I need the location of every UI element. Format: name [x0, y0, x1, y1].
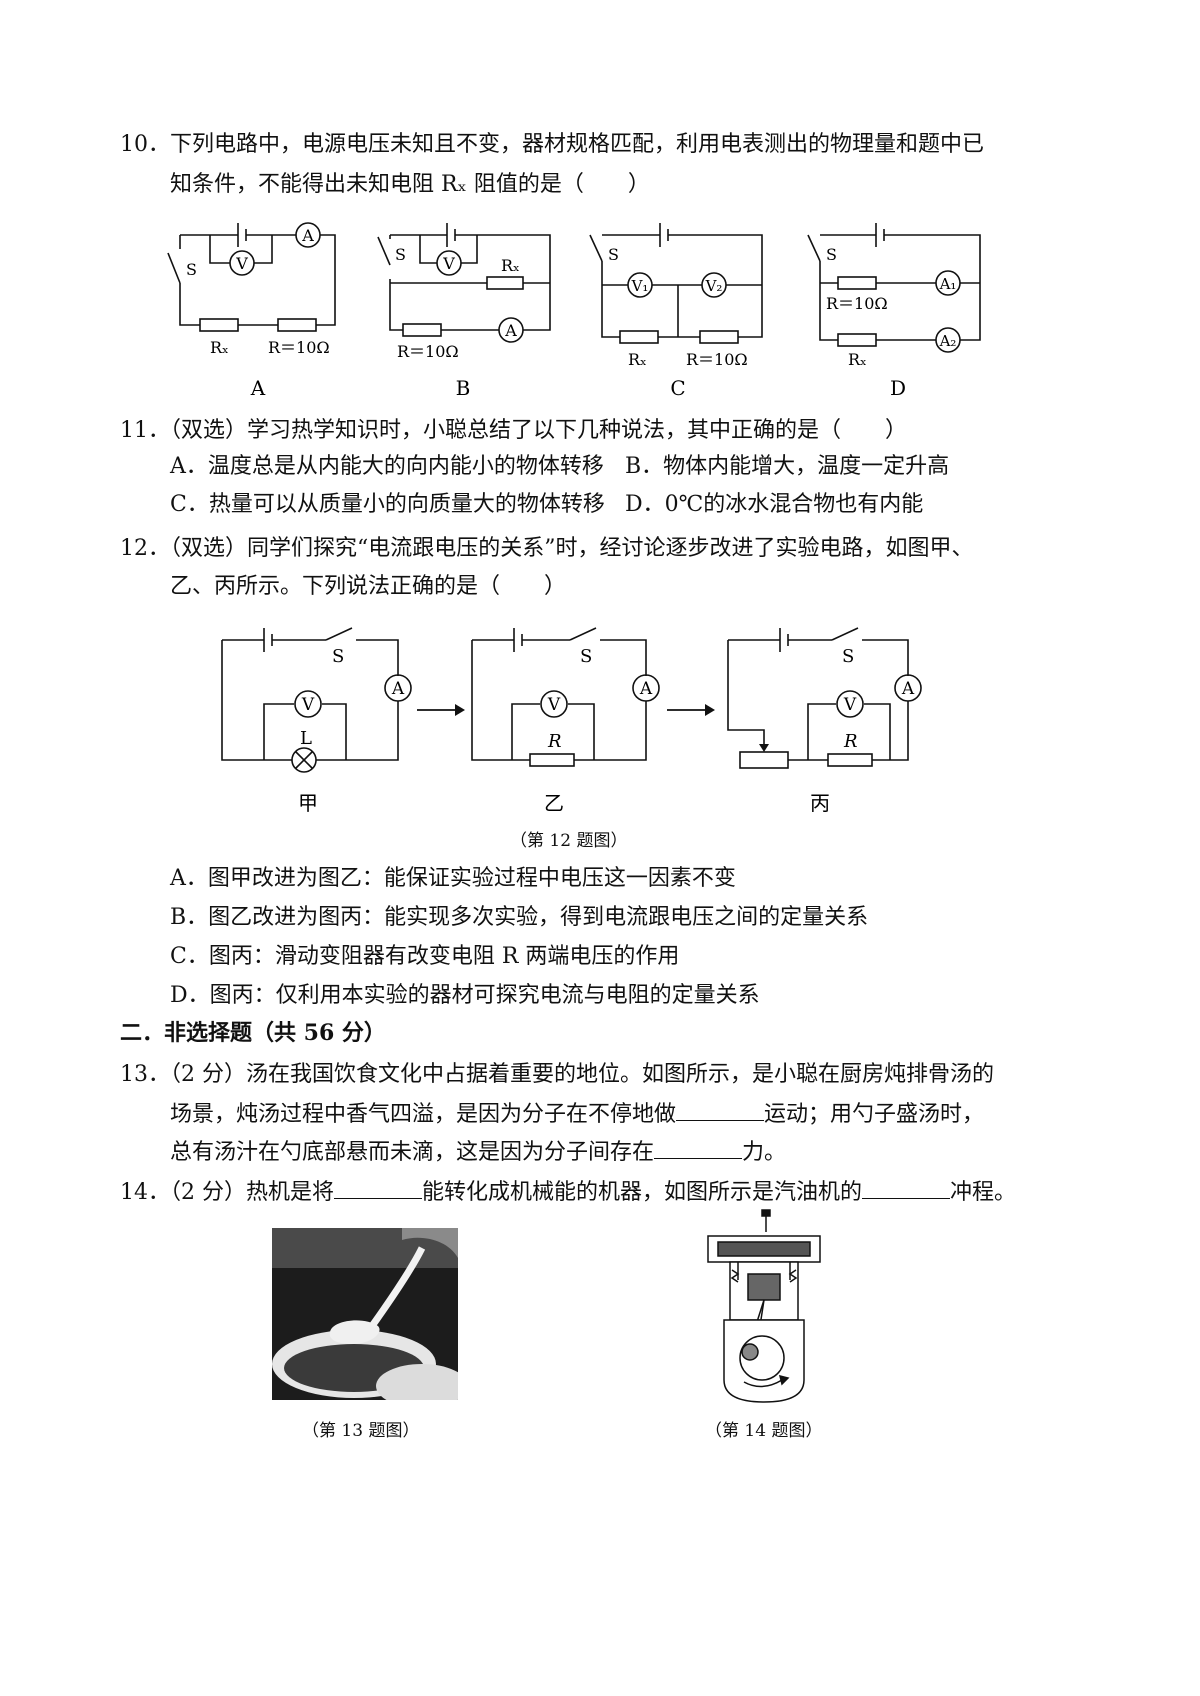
q13-figure-caption: （第 13 题图）	[302, 1421, 420, 1441]
voltmeter-label: V	[301, 695, 315, 715]
section-2-title: 二．非选择题（共 56 分）	[120, 1020, 386, 1046]
ammeter-label: A	[391, 679, 405, 699]
voltmeter-label: V	[547, 695, 561, 715]
q12-figure-caption: （第 12 题图）	[510, 831, 628, 851]
q10-stem-line2: 知条件，不能得出未知电阻 Rₓ 阻值的是（ ）	[170, 172, 650, 197]
voltmeter-label: V	[442, 254, 455, 273]
panel-label-bing: 丙	[810, 791, 830, 815]
voltmeter-label: V	[843, 695, 857, 715]
circuit-label-c: C	[670, 376, 685, 400]
gasoline-engine-diagram	[707, 1209, 821, 1403]
q13-text: 力。	[742, 1140, 787, 1165]
answer-blank[interactable]	[334, 1176, 422, 1199]
circuit-label-d: D	[890, 376, 906, 400]
voltmeter-label: V	[235, 254, 248, 273]
switch-label: S	[395, 245, 406, 264]
q13-text: 运动；用勺子盛汤时，	[764, 1102, 985, 1127]
answer-blank[interactable]	[676, 1098, 765, 1121]
q11-option-d: D．0℃的冰水混合物也有内能	[625, 492, 924, 517]
q13-stem-line3: 总有汤汁在勺底部悬而未滴，这是因为分子间存在 力。	[170, 1136, 786, 1168]
switch-label: S	[332, 646, 344, 667]
switch-label: S	[826, 245, 837, 264]
switch-label: S	[186, 260, 197, 279]
q12-option-a: A．图甲改进为图乙：能保证实验过程中电压这一因素不变	[170, 866, 736, 891]
q14-text: 14．（2 分）热机是将	[120, 1180, 334, 1205]
arrow-icon	[667, 704, 715, 716]
voltmeter1-label: V₁	[631, 277, 649, 295]
circuit-label-b: B	[456, 376, 471, 400]
switch-label: S	[580, 646, 592, 667]
q10-circuit-b: A V S Rₓ R＝10Ω B	[377, 223, 551, 400]
switch-label: S	[608, 245, 619, 264]
q10-circuit-d: A₁ A₂ S R＝10Ω Rₓ D	[807, 223, 981, 400]
q11-option-a: A．温度总是从内能大的向内能小的物体转移	[170, 454, 604, 479]
q12-circuit-yi: A V S R 乙	[471, 627, 660, 815]
ammeter1-label: A₁	[939, 275, 957, 293]
resistor-label: R	[843, 731, 858, 752]
q12-option-d: D．图丙：仅利用本实验的器材可探究电流与电阻的定量关系	[170, 983, 760, 1008]
ammeter-label: A	[301, 226, 314, 245]
soup-cooking-photo	[272, 1228, 458, 1400]
q12-option-c: C．图丙：滑动变阻器有改变电阻 R 两端电压的作用	[170, 944, 680, 969]
answer-blank[interactable]	[862, 1176, 951, 1199]
r10-label: R＝10Ω	[686, 350, 748, 369]
q11-stem: 11．（双选）学习热学知识时，小聪总结了以下几种说法，其中正确的是（ ）	[120, 418, 907, 443]
q12-stem-line1: 12．（双选）同学们探究“电流跟电压的关系”时，经讨论逐步改进了实验电路，如图甲…	[120, 536, 974, 561]
q12-circuit-bing: A V S R 丙	[727, 627, 922, 815]
ammeter-label: A	[504, 321, 517, 340]
q11-option-c: C．热量可以从质量小的向质量大的物体转移	[170, 492, 605, 517]
rx-label: Rₓ	[501, 256, 520, 275]
q13-text: 场景，炖汤过程中香气四溢，是因为分子在不停地做	[170, 1102, 677, 1127]
switch-label: S	[842, 646, 854, 667]
q12-circuit-jia: A V S L 甲	[221, 627, 412, 815]
resistor-label: R	[547, 731, 562, 752]
q13-text: 总有汤汁在勺底部悬而未滴，这是因为分子间存在	[170, 1140, 655, 1165]
voltmeter2-label: V₂	[705, 277, 723, 295]
q14-stem: 14．（2 分）热机是将 能转化成机械能的机器，如图所示是汽油机的 冲程。	[120, 1176, 1016, 1208]
rx-label: Rₓ	[848, 350, 867, 369]
ammeter-label: A	[901, 679, 915, 699]
q13-stem-line2: 场景，炖汤过程中香气四溢，是因为分子在不停地做 运动；用勺子盛汤时，	[170, 1098, 984, 1130]
q13-stem-line1: 13．（2 分）汤在我国饮食文化中占据着重要的地位。如图所示，是小聪在厨房炖排骨…	[120, 1062, 994, 1087]
ammeter2-label: A₂	[939, 332, 957, 350]
answer-blank[interactable]	[654, 1136, 743, 1159]
q14-text: 冲程。	[950, 1180, 1017, 1205]
arrow-icon	[417, 704, 465, 716]
panel-label-yi: 乙	[544, 791, 564, 815]
r10-label: R＝10Ω	[397, 342, 459, 361]
q14-text: 能转化成机械能的机器，如图所示是汽油机的	[422, 1180, 863, 1205]
q10-stem-line1: 10．下列电路中，电源电压未知且不变，器材规格匹配，利用电表测出的物理量和题中已	[120, 132, 984, 157]
r10-label: R＝10Ω	[268, 338, 330, 357]
lamp-label: L	[300, 728, 312, 749]
panel-label-jia: 甲	[298, 791, 318, 815]
r10-label: R＝10Ω	[826, 294, 888, 313]
rx-label: Rₓ	[210, 338, 229, 357]
q12-stem-line2: 乙、丙所示。下列说法正确的是（ ）	[170, 574, 567, 599]
q12-option-b: B．图乙改进为图丙：能实现多次实验，得到电流跟电压之间的定量关系	[170, 905, 869, 930]
q10-circuit-a: A V S Rₓ R＝10Ω A	[167, 222, 336, 400]
q11-option-b: B．物体内能增大，温度一定升高	[625, 454, 950, 479]
ammeter-label: A	[639, 679, 653, 699]
q10-circuit-c: V₁ V₂ S Rₓ R＝10Ω C	[589, 223, 763, 400]
circuit-label-a: A	[250, 376, 266, 400]
rx-label: Rₓ	[628, 350, 647, 369]
q14-figure-caption: （第 14 题图）	[705, 1421, 823, 1441]
